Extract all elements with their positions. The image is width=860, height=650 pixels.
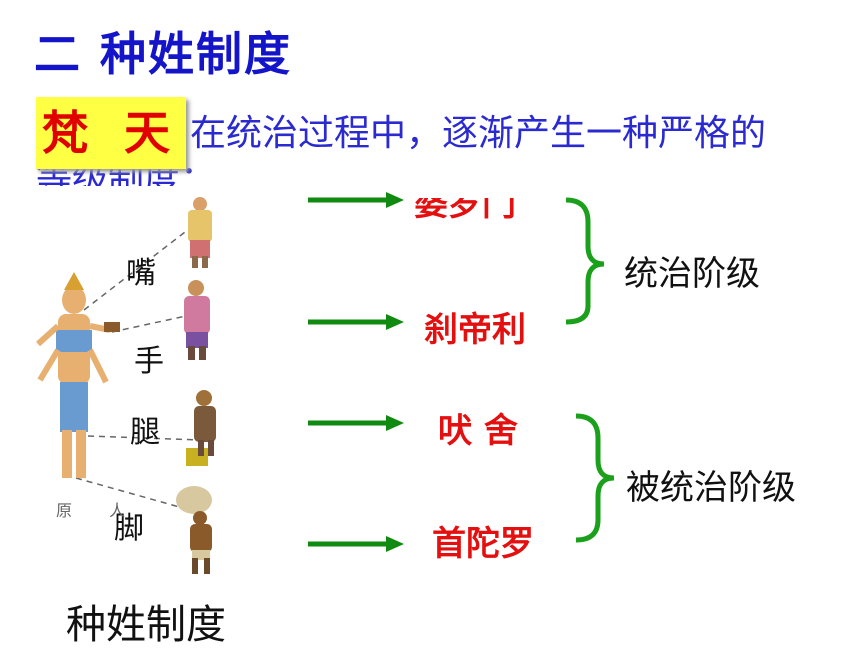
brahma-highlight-box: 梵 天: [36, 97, 186, 169]
body-part-leg: 腿: [130, 415, 160, 450]
caste-vaishya: 吠 舍: [438, 411, 518, 451]
shudra-figure: [176, 486, 212, 574]
kshatriya-figure: [184, 280, 210, 360]
arrow-vaishya: [308, 415, 404, 431]
ruled-class-brace: [575, 413, 615, 543]
body-part-mouth: 嘴: [126, 256, 156, 291]
caste-shudra: 首陀罗: [432, 524, 534, 564]
original-being-figure: [35, 272, 120, 478]
caste-system-label: 种姓制度: [66, 602, 226, 648]
original-being-caption: 原 人: [56, 501, 142, 520]
caste-arrows: [308, 192, 404, 552]
ruled-class-label: 被统治阶级: [626, 468, 796, 508]
caste-brahmin-clip: 婆罗门: [414, 198, 516, 220]
arrow-kshatriya: [308, 314, 404, 330]
dashed-connectors: [75, 221, 201, 511]
arrow-brahmin: [308, 192, 404, 208]
arrow-shudra: [308, 536, 404, 552]
intro-text-line-1: 在统治过程中，逐渐产生一种严格的: [190, 113, 767, 154]
caste-brahmin: 婆罗门: [414, 198, 516, 220]
body-part-hand: 手: [134, 344, 164, 379]
body-part-foot: 脚: [114, 511, 144, 546]
ruling-class-brace: [565, 197, 605, 325]
brahmin-figure: [188, 197, 212, 268]
caste-kshatriya: 刹帝利: [424, 310, 526, 350]
slide-title: 二 种姓制度: [34, 27, 293, 81]
ruling-class-label: 统治阶级: [624, 254, 760, 294]
vaishya-figure: [186, 390, 216, 466]
